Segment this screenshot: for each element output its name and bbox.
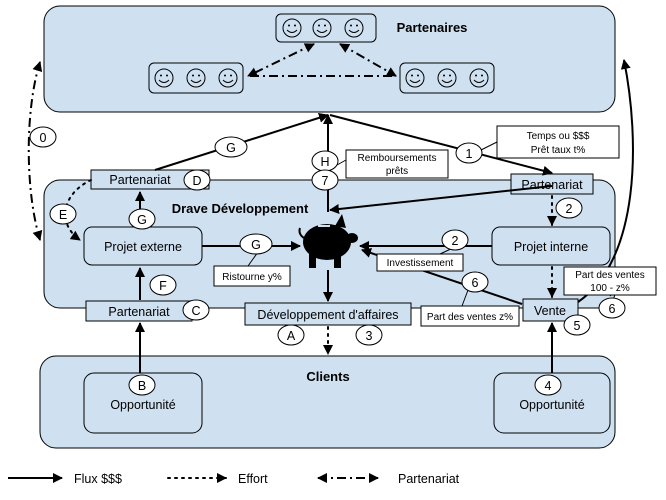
marker-3: 3 bbox=[355, 324, 383, 346]
vente-box[interactable]: Vente bbox=[522, 298, 579, 322]
svg-text:4: 4 bbox=[545, 379, 552, 393]
piggy-bank-icon bbox=[298, 214, 358, 268]
svg-text:G: G bbox=[137, 213, 147, 227]
marker-2b: 2 bbox=[441, 229, 469, 251]
svg-text:A: A bbox=[287, 329, 296, 343]
marker-d: D bbox=[183, 169, 211, 191]
effort-flows bbox=[64, 179, 557, 355]
clients-title: Clients bbox=[306, 369, 349, 384]
svg-text:100 - z%: 100 - z% bbox=[590, 283, 630, 294]
svg-text:E: E bbox=[59, 208, 67, 222]
svg-text:1: 1 bbox=[466, 147, 473, 161]
svg-text:Partenariat: Partenariat bbox=[108, 305, 170, 319]
legend-flux: Flux $$$ bbox=[8, 472, 122, 486]
smiley-face-icon bbox=[437, 68, 457, 88]
legend: Flux $$$ Effort Partenariat bbox=[8, 472, 460, 486]
svg-text:2: 2 bbox=[452, 234, 459, 248]
marker-4: 4 bbox=[534, 374, 562, 396]
partenariat-bottom-left-box[interactable]: Partenariat bbox=[85, 300, 193, 322]
drave-title: Drave Développement bbox=[172, 201, 309, 216]
marker-1: 1 bbox=[455, 142, 483, 164]
projet-interne-box[interactable]: Projet interne bbox=[491, 226, 611, 266]
svg-text:Partenariat: Partenariat bbox=[109, 173, 171, 187]
svg-text:F: F bbox=[159, 279, 167, 293]
opportunite-left-box[interactable]: Opportunité bbox=[83, 372, 203, 434]
svg-text:3: 3 bbox=[366, 329, 373, 343]
svg-text:Ristourne y%: Ristourne y% bbox=[222, 272, 282, 283]
svg-text:prêts: prêts bbox=[386, 166, 408, 177]
svg-text:Partenariat: Partenariat bbox=[398, 472, 460, 486]
marker-6b: 6 bbox=[598, 297, 626, 319]
svg-text:2: 2 bbox=[566, 202, 573, 216]
marker-g2: G bbox=[128, 208, 156, 230]
partner-group-right bbox=[399, 62, 495, 94]
marker-b: B bbox=[128, 374, 156, 396]
smiley-face-icon bbox=[218, 68, 238, 88]
smiley-face-icon bbox=[312, 18, 332, 38]
smiley-face-icon bbox=[186, 68, 206, 88]
svg-text:6: 6 bbox=[609, 302, 616, 316]
svg-text:G: G bbox=[226, 141, 236, 155]
marker-0: 0 bbox=[29, 126, 57, 148]
partenaires-title: Partenaires bbox=[397, 20, 468, 35]
projet-externe-box[interactable]: Projet externe bbox=[83, 226, 203, 266]
callout-part-ventes-100: Part des ventes 100 - z% bbox=[563, 266, 657, 297]
smiley-face-icon bbox=[282, 18, 302, 38]
marker-g1: G bbox=[214, 136, 248, 158]
marker-f: F bbox=[149, 274, 177, 296]
svg-text:5: 5 bbox=[574, 319, 581, 333]
svg-text:Prêt taux t%: Prêt taux t% bbox=[531, 145, 586, 156]
partner-link-right bbox=[339, 43, 397, 77]
legend-partenariat: Partenariat bbox=[317, 472, 460, 486]
svg-text:Vente: Vente bbox=[534, 304, 566, 318]
svg-text:Remboursements: Remboursements bbox=[358, 153, 437, 164]
marker-2a: 2 bbox=[555, 197, 583, 219]
developpement-affaires-box[interactable]: Développement d'affaires bbox=[244, 302, 412, 326]
partner-link-left bbox=[247, 43, 315, 77]
smiley-face-icon bbox=[154, 68, 174, 88]
svg-text:Part des ventes: Part des ventes bbox=[575, 270, 644, 281]
smiley-face-icon bbox=[469, 68, 489, 88]
svg-text:6: 6 bbox=[472, 276, 479, 290]
svg-text:G: G bbox=[251, 238, 261, 252]
svg-text:Opportunité: Opportunité bbox=[110, 398, 175, 412]
svg-text:Temps ou $$$: Temps ou $$$ bbox=[527, 131, 590, 142]
svg-text:B: B bbox=[138, 379, 146, 393]
svg-text:Projet externe: Projet externe bbox=[104, 240, 182, 254]
partenariat-top-right-box[interactable]: Partenariat bbox=[510, 173, 594, 195]
partner-group-left bbox=[148, 62, 244, 94]
marker-5: 5 bbox=[563, 314, 591, 336]
svg-text:0: 0 bbox=[40, 131, 47, 145]
callout-temps: Temps ou $$$ Prêt taux t% bbox=[480, 125, 620, 159]
svg-text:Effort: Effort bbox=[238, 472, 268, 486]
svg-text:Partenariat: Partenariat bbox=[521, 178, 583, 192]
svg-text:Investissement: Investissement bbox=[387, 258, 454, 269]
smiley-face-icon bbox=[344, 18, 364, 38]
svg-text:Opportunité: Opportunité bbox=[519, 398, 584, 412]
svg-text:Développement d'affaires: Développement d'affaires bbox=[257, 308, 398, 322]
svg-text:Part des ventes z%: Part des ventes z% bbox=[427, 312, 513, 323]
svg-text:H: H bbox=[320, 155, 329, 169]
marker-a: A bbox=[277, 324, 305, 346]
callout-part-ventes-z: Part des ventes z% bbox=[420, 289, 520, 327]
partner-link-drave bbox=[27, 61, 43, 241]
callout-remboursements: Remboursements prêts bbox=[336, 149, 449, 179]
callout-investissement: Investissement bbox=[376, 247, 464, 272]
legend-effort: Effort bbox=[167, 472, 268, 486]
marker-e: E bbox=[49, 203, 77, 225]
svg-text:D: D bbox=[192, 174, 201, 188]
marker-c: C bbox=[182, 299, 210, 321]
smiley-face-icon bbox=[405, 68, 425, 88]
svg-text:C: C bbox=[191, 304, 200, 318]
marker-g3: G bbox=[239, 233, 273, 255]
marker-7: 7 bbox=[311, 169, 339, 191]
partner-group-top bbox=[275, 13, 377, 43]
svg-text:Projet interne: Projet interne bbox=[514, 240, 588, 254]
svg-text:Flux $$$: Flux $$$ bbox=[74, 472, 122, 486]
marker-6a: 6 bbox=[461, 271, 489, 293]
opportunite-right-box[interactable]: Opportunité bbox=[493, 372, 611, 434]
marker-h: H bbox=[311, 150, 339, 172]
svg-text:7: 7 bbox=[322, 174, 329, 188]
